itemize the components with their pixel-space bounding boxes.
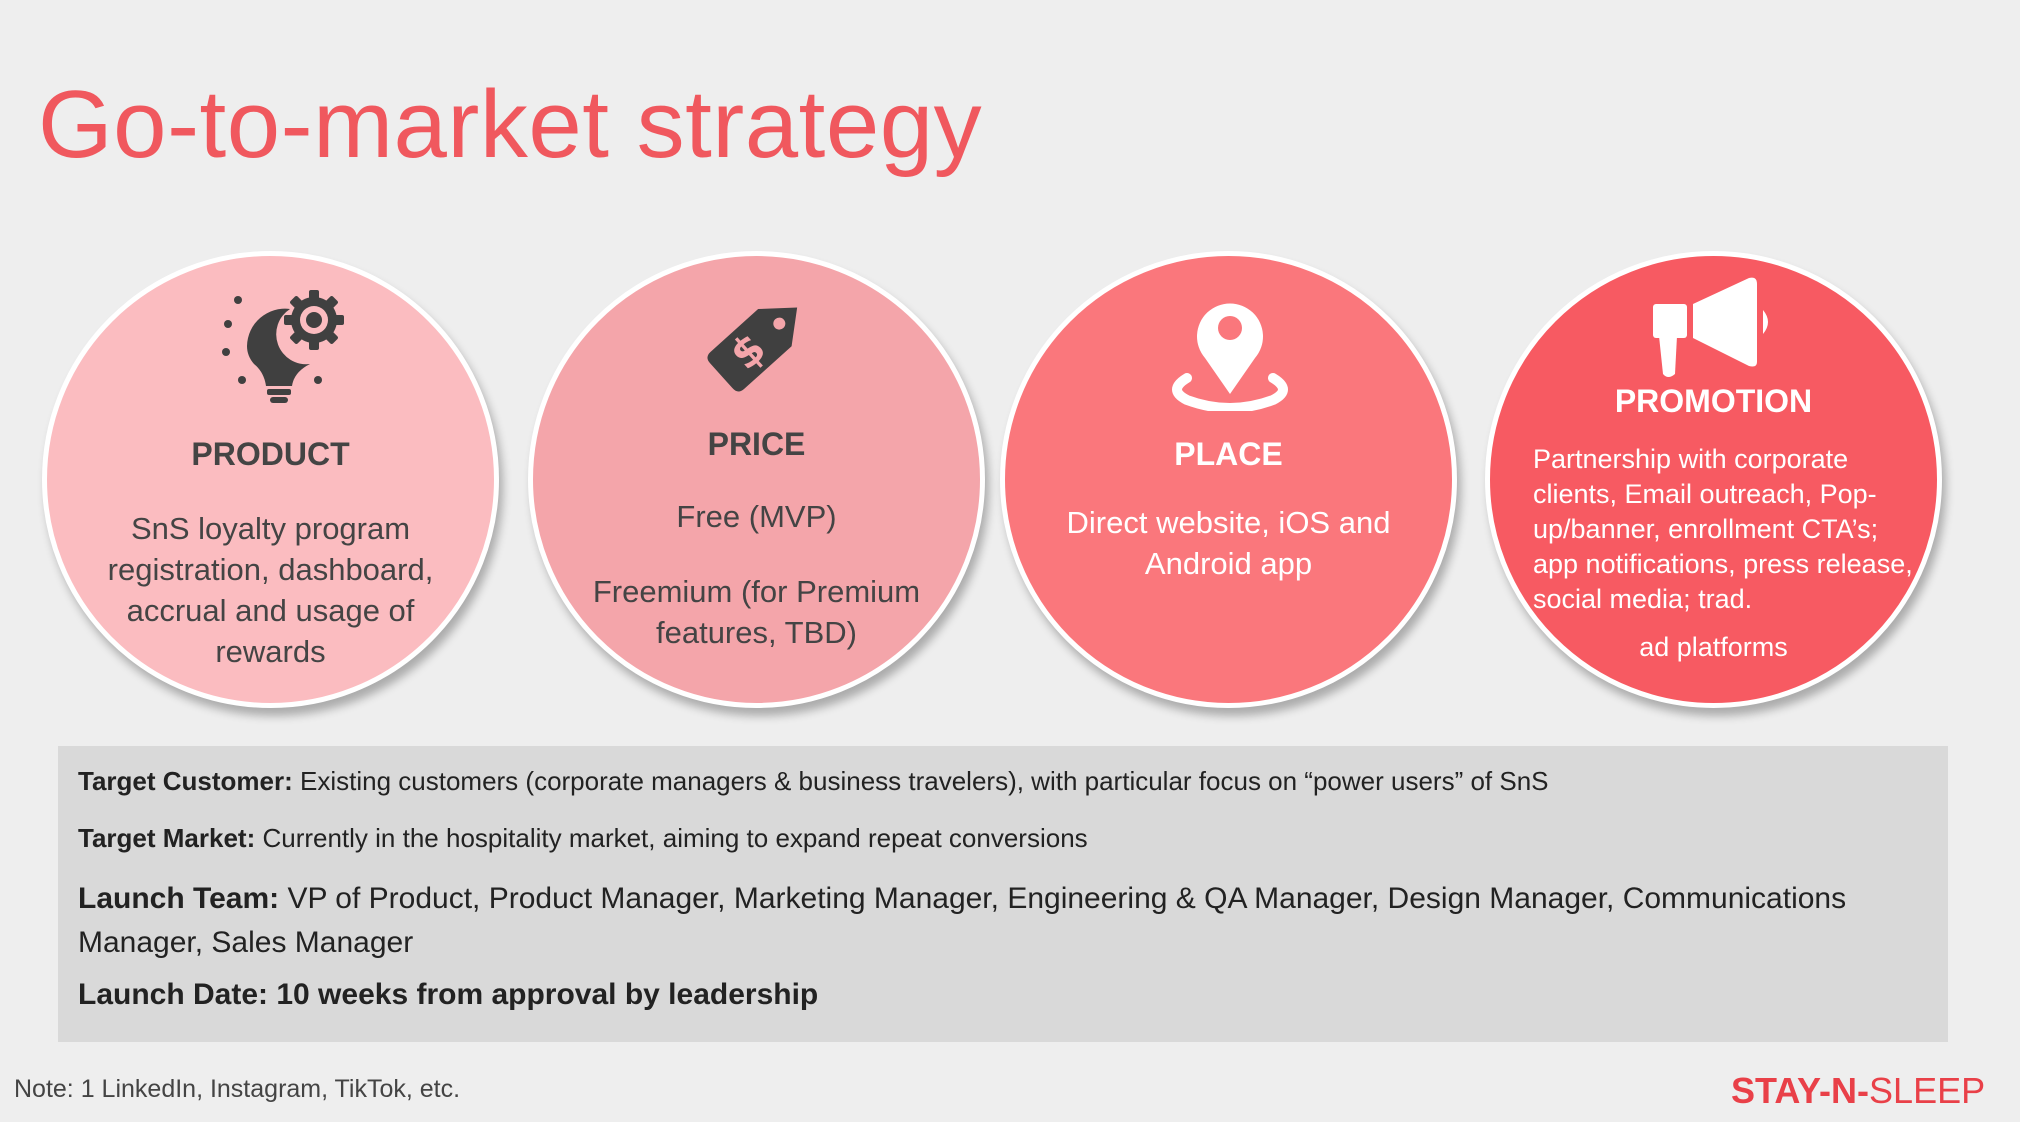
target-customer-row: Target Customer: Existing customers (cor…	[78, 766, 1908, 797]
target-market-label: Target Market:	[78, 823, 256, 853]
brand-logo-part2: SLEEP	[1869, 1070, 1986, 1111]
price-circle: $ PRICE Free (MVP) Freemium (for Premium…	[528, 251, 985, 708]
product-text: SnS loyalty program registration, dashbo…	[107, 511, 434, 669]
price-heading: PRICE	[707, 426, 806, 462]
promotion-text: Partnership with corporate clients, Emai…	[1533, 444, 1913, 614]
promotion-heading: PROMOTION	[1614, 383, 1813, 419]
location-pin-icon	[1172, 303, 1288, 411]
product-circle: PRODUCT SnS loyalty program registration…	[42, 251, 499, 708]
target-market-row: Target Market: Currently in the hospital…	[78, 823, 1908, 854]
launch-team-text: VP of Product, Product Manager, Marketin…	[78, 882, 1847, 959]
target-customer-label: Target Customer:	[78, 766, 293, 796]
target-market-text: Currently in the hospitality market, aim…	[255, 823, 1088, 853]
price-text-free: Free (MVP)	[676, 499, 837, 534]
place-text: Direct website, iOS and Android app	[1066, 505, 1391, 581]
price-tag-icon: $	[707, 307, 798, 392]
launch-date: Launch Date: 10 weeks from approval by l…	[78, 978, 819, 1011]
brand-logo-part1: STAY-N-	[1731, 1070, 1870, 1111]
megaphone-icon	[1653, 277, 1768, 377]
target-customer-text: Existing customers (corporate managers &…	[292, 766, 1549, 796]
product-heading: PRODUCT	[191, 436, 350, 472]
details-panel: Target Customer: Existing customers (cor…	[58, 746, 1948, 1042]
brand-logo: STAY-N-SLEEP	[1731, 1070, 1985, 1112]
launch-team-row: Launch Team: VP of Product, Product Mana…	[78, 877, 1908, 965]
promotion-circle: PROMOTION Partnership with corporate cli…	[1485, 251, 1942, 708]
lightbulb-gear-icon	[222, 290, 344, 403]
place-heading: PLACE	[1174, 436, 1283, 472]
place-circle: PLACE Direct website, iOS and Android ap…	[1000, 251, 1457, 708]
price-text-freemium: Freemium (for Premium features, TBD)	[592, 574, 921, 650]
footnote: Note: 1 LinkedIn, Instagram, TikTok, etc…	[14, 1075, 461, 1103]
launch-date-row: Launch Date: 10 weeks from approval by l…	[78, 978, 1908, 1012]
promotion-text-continued: ad platforms	[1639, 632, 1788, 662]
page-title: Go-to-market strategy	[38, 71, 983, 178]
launch-team-label: Launch Team:	[78, 882, 280, 915]
